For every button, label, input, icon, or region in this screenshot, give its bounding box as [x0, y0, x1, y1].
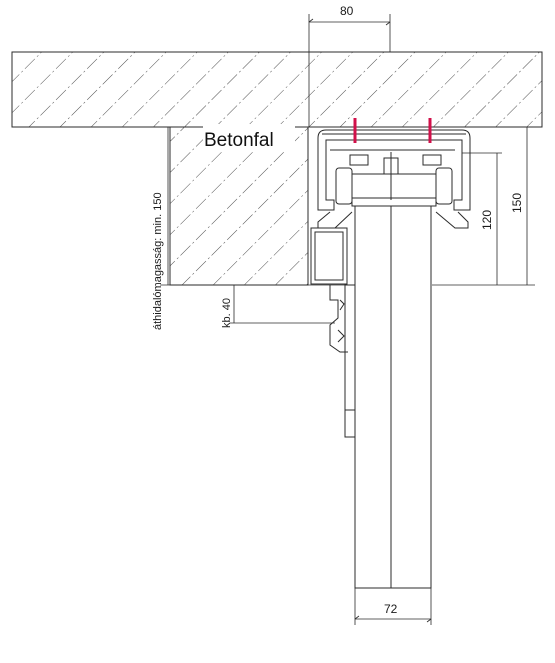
track-rail-profile: [317, 129, 471, 229]
dimension-label-120: 120: [480, 210, 494, 230]
trolley-carriage: [335, 152, 453, 207]
dimension-label-80: 80: [340, 4, 354, 18]
dimension-label-lintel: áthidalómagasság: min. 150: [152, 192, 164, 330]
dimension-bottom-72: [354, 588, 432, 625]
concrete-wall: [169, 124, 309, 286]
dimension-top-80: [308, 14, 391, 127]
wall-label: Betonfal: [204, 130, 274, 151]
dimension-gap-40: [230, 285, 335, 324]
dimension-lintel-height: [163, 126, 178, 285]
side-bracket: [310, 227, 356, 438]
dimension-label-150: 150: [510, 193, 524, 213]
dimension-label-72: 72: [384, 602, 398, 616]
door-panel: [354, 205, 432, 589]
dimension-right: [462, 126, 533, 285]
dimension-label-40: kb. 40: [221, 298, 233, 328]
anchor-marks: [353, 118, 432, 143]
concrete-ceiling: [11, 51, 543, 128]
